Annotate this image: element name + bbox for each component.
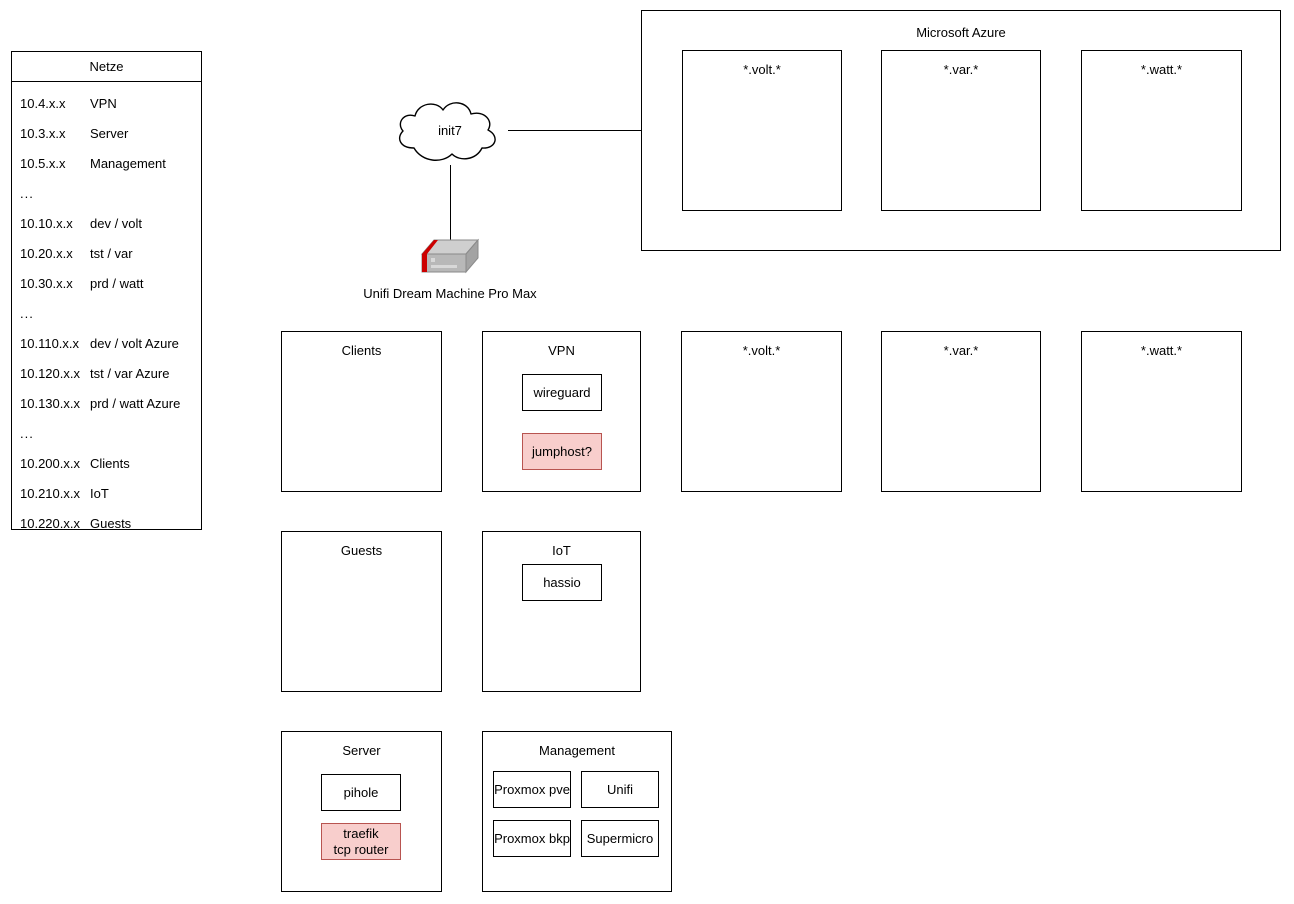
vlan-watt: *.watt.*: [1081, 331, 1242, 492]
vlan-title: *.watt.*: [1140, 343, 1183, 358]
netze-name: prd / watt: [90, 275, 144, 291]
link-init7-to-udm: [450, 165, 451, 244]
netze-name: Guests: [90, 515, 132, 531]
udm-pro-max-device: [418, 238, 482, 284]
node-traefik-tcp-router[interactable]: traefik tcp router: [321, 823, 401, 860]
netze-name: dev / volt: [90, 215, 143, 231]
node-hassio[interactable]: hassio: [522, 564, 602, 601]
netze-name: Clients: [90, 455, 130, 471]
table-row: 10.210.x.x IoT: [12, 478, 201, 508]
vlan-title: *.volt.*: [742, 343, 781, 358]
vlan-vpn: VPN wireguard jumphost?: [482, 331, 641, 492]
table-row: 10.200.x.x Clients: [12, 448, 201, 478]
netze-cidr: ...: [20, 185, 34, 201]
azure-zone-var: *.var.*: [881, 50, 1041, 211]
netze-cidr: 10.200.x.x: [20, 455, 80, 471]
vlan-server: Server pihole traefik tcp router: [281, 731, 442, 892]
table-row: 10.20.x.x tst / var: [12, 238, 201, 268]
netze-cidr: 10.10.x.x: [20, 215, 73, 231]
link-init7-to-azure: [508, 130, 642, 131]
node-supermicro[interactable]: Supermicro: [581, 820, 659, 857]
vlan-title: Clients: [341, 343, 382, 358]
netze-cidr: 10.210.x.x: [20, 485, 80, 501]
azure-zone-watt: *.watt.*: [1081, 50, 1242, 211]
netze-cidr: ...: [20, 425, 34, 441]
udm-pro-max-label: Unifi Dream Machine Pro Max: [363, 286, 537, 301]
azure-zone-title: *.var.*: [943, 62, 979, 77]
netze-cidr: 10.30.x.x: [20, 275, 73, 291]
table-row: 10.10.x.x dev / volt: [12, 208, 201, 238]
netze-cidr: 10.220.x.x: [20, 515, 80, 531]
init7-cloud: init7: [390, 96, 510, 168]
azure-title: Microsoft Azure: [916, 25, 1006, 40]
netze-name: prd / watt Azure: [90, 395, 181, 411]
vlan-title: Server: [342, 743, 381, 758]
vlan-title: VPN: [548, 343, 575, 358]
table-row: ...: [12, 418, 201, 448]
netze-name: dev / volt Azure: [90, 335, 179, 351]
vlan-title: Guests: [340, 543, 383, 558]
netze-cidr: 10.120.x.x: [20, 365, 80, 381]
table-row: 10.30.x.x prd / watt: [12, 268, 201, 298]
azure-zone-volt: *.volt.*: [682, 50, 842, 211]
vlan-guests: Guests: [281, 531, 442, 692]
node-jumphost[interactable]: jumphost?: [522, 433, 602, 470]
netze-table-title: Netze: [89, 59, 124, 74]
netze-name: Server: [90, 125, 129, 141]
node-pihole[interactable]: pihole: [321, 774, 401, 811]
table-row: 10.220.x.x Guests: [12, 508, 201, 538]
netze-table-header: Netze: [12, 52, 201, 82]
vlan-volt: *.volt.*: [681, 331, 842, 492]
table-row: 10.5.x.x Management: [12, 148, 201, 178]
init7-cloud-label: init7: [438, 123, 462, 138]
vlan-title: IoT: [552, 543, 571, 558]
router-icon: [420, 238, 480, 274]
netze-cidr: 10.4.x.x: [20, 95, 66, 111]
node-proxmox-bkp[interactable]: Proxmox bkp: [493, 820, 571, 857]
table-row: 10.130.x.x prd / watt Azure: [12, 388, 201, 418]
table-row: 10.4.x.x VPN: [12, 88, 201, 118]
azure-zone-title: *.watt.*: [1140, 62, 1183, 77]
cloud-icon: [399, 102, 496, 161]
table-row: 10.120.x.x tst / var Azure: [12, 358, 201, 388]
table-row: 10.110.x.x dev / volt Azure: [12, 328, 201, 358]
netze-name: tst / var: [90, 245, 133, 261]
netze-name: IoT: [90, 485, 109, 501]
netze-name: Management: [90, 155, 166, 171]
vlan-title: Management: [539, 743, 615, 758]
vlan-iot: IoT hassio: [482, 531, 641, 692]
vlan-clients: Clients: [281, 331, 442, 492]
netze-cidr: 10.20.x.x: [20, 245, 73, 261]
netze-table: Netze 10.4.x.x VPN 10.3.x.x Server 10.5.…: [11, 51, 202, 531]
azure-zone-title: *.volt.*: [743, 62, 781, 77]
node-wireguard[interactable]: wireguard: [522, 374, 602, 411]
netze-cidr: 10.5.x.x: [20, 155, 66, 171]
vlan-var: *.var.*: [881, 331, 1041, 492]
node-unifi[interactable]: Unifi: [581, 771, 659, 808]
netze-name: tst / var Azure: [90, 365, 170, 381]
vlan-management: Management Proxmox pve Unifi Proxmox bkp…: [482, 731, 672, 892]
vlan-title: *.var.*: [943, 343, 979, 358]
table-row: ...: [12, 298, 201, 328]
node-proxmox-pve[interactable]: Proxmox pve: [493, 771, 571, 808]
netze-cidr: 10.3.x.x: [20, 125, 66, 141]
netze-cidr: 10.110.x.x: [20, 335, 80, 351]
netze-cidr: ...: [20, 305, 34, 321]
table-row: ...: [12, 178, 201, 208]
netze-table-body: 10.4.x.x VPN 10.3.x.x Server 10.5.x.x Ma…: [12, 82, 201, 538]
table-row: 10.3.x.x Server: [12, 118, 201, 148]
netze-cidr: 10.130.x.x: [20, 395, 80, 411]
netze-name: VPN: [90, 95, 117, 111]
